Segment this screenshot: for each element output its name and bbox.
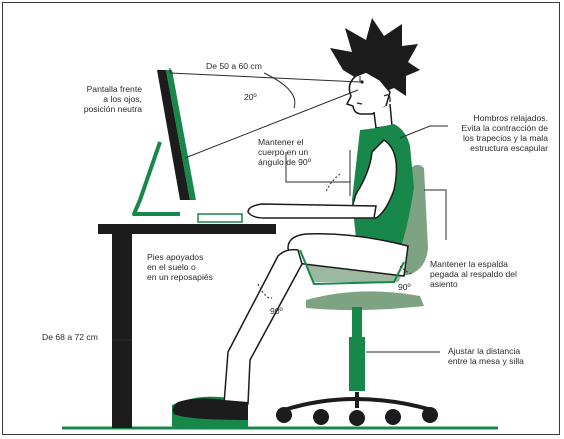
monitor-icon <box>134 70 196 214</box>
label-screen: Pantalla frente a los ojos, posición neu… <box>62 84 142 114</box>
label-shoulders: Hombros relajados. Evita la contracción … <box>420 113 548 153</box>
label-eye-angle: 20º <box>244 92 257 102</box>
label-knee-angle: 90º <box>270 306 283 316</box>
label-distance: De 50 a 60 cm <box>206 61 262 71</box>
seated-person-illustration <box>173 18 420 420</box>
label-chair-distance: Ajustar la distancia entre la mesa y sil… <box>448 346 524 366</box>
label-back: Mantener la espalda pegada al respaldo d… <box>430 259 517 289</box>
label-feet: Pies apoyados en el suelo o en un reposa… <box>147 252 213 282</box>
keyboard-icon <box>198 214 242 222</box>
label-body-angle: Mantener el cuerpo en un ángulo de 90º <box>258 137 311 167</box>
label-desk-height: De 68 a 72 cm <box>42 332 98 342</box>
label-hip-angle: 90º <box>398 282 411 292</box>
